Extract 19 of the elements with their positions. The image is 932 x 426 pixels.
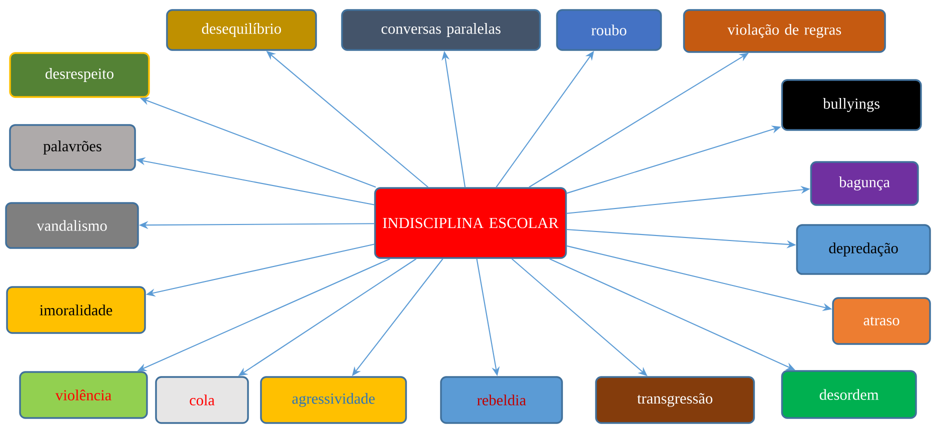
topic-box: rebeldia [440, 376, 563, 424]
topic-box: atraso [832, 297, 931, 345]
topic-box: bullyings [781, 79, 922, 131]
topic-box: desordem [781, 370, 917, 419]
central-box: INDISCIPLINA ESCOLAR [374, 187, 567, 259]
topic-box: depredação [796, 224, 931, 275]
topic-box: conversas paralelas [341, 9, 541, 51]
topic-box: desrespeito [9, 52, 150, 98]
topic-box: cola [155, 376, 249, 424]
topic-box: imoralidade [6, 286, 146, 334]
topic-box: roubo [556, 9, 662, 51]
topic-box: desequilíbrio [166, 9, 317, 51]
topic-box: agressividade [260, 376, 407, 424]
topic-box: bagunça [810, 161, 919, 206]
topic-box: transgressão [595, 376, 755, 424]
topic-box: vandalismo [5, 202, 139, 249]
topic-box: violação de regras [683, 9, 886, 53]
topic-box: palavrões [9, 124, 136, 171]
topic-box: violência [19, 371, 148, 419]
